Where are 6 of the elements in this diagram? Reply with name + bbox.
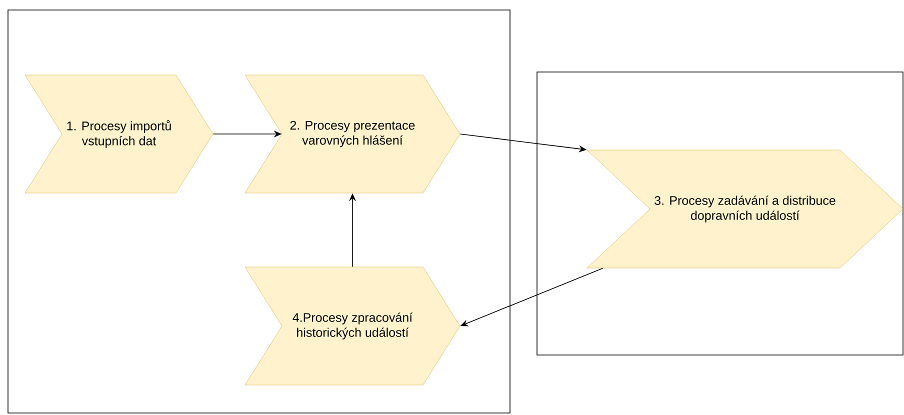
process-chevron: 1. Procesy importů vstupních dat bbox=[24, 74, 214, 194]
container-box bbox=[536, 72, 904, 356]
process-chevron: 2. Procesy prezentace varovných hlášení bbox=[244, 74, 460, 194]
container-box bbox=[8, 10, 510, 414]
process-chevron: 3. Procesy zadávání a distribuce dopravních událostí bbox=[586, 150, 904, 268]
process-chevron: 4.Procesy zpracování historických událostí bbox=[244, 266, 460, 386]
